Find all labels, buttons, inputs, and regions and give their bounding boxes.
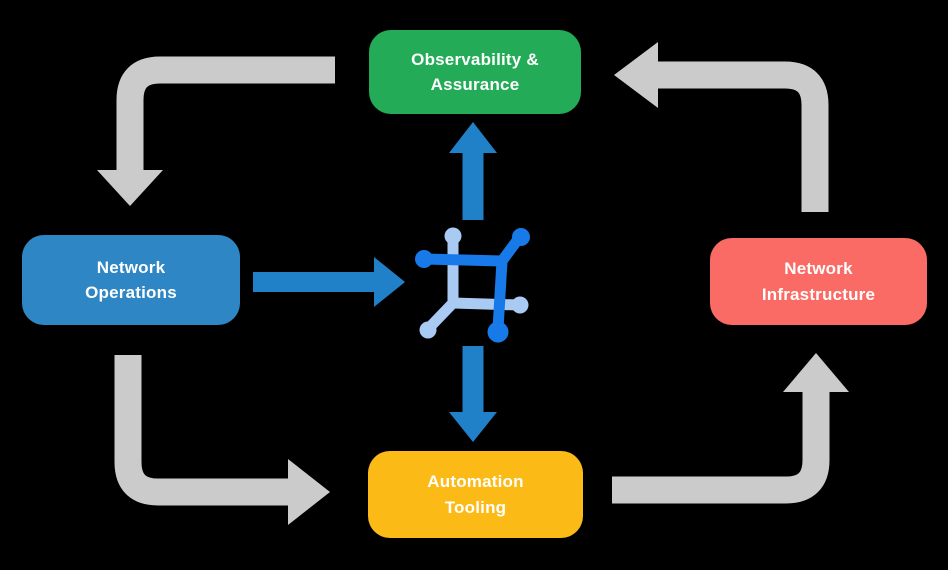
node-label-line: Assurance [430, 75, 520, 94]
node-label-line: Observability & [411, 49, 539, 69]
icon-node-dot [487, 321, 509, 343]
arrow-shaft [116, 56, 335, 172]
arrow-head-down [97, 170, 163, 206]
icon-node-dot [444, 227, 462, 245]
icon-node-dot [415, 250, 433, 268]
icon-light-branch [447, 297, 525, 311]
arrow-center-to-observability [449, 122, 497, 220]
arrow-operations-to-automation [114, 355, 330, 525]
node-label-line: Network [96, 257, 166, 277]
node-automation-tooling: Automation Tooling [368, 451, 583, 538]
arrow-head-right [288, 459, 330, 525]
arrow-automation-to-infrastructure [612, 353, 849, 504]
arrow-shaft [612, 391, 830, 504]
icon-node-dot [512, 228, 530, 246]
node-network-operations: Network Operations [22, 235, 240, 325]
arrow-head-down [449, 412, 497, 442]
node-label-line: Automation [427, 472, 524, 491]
node-label-line: Infrastructure [761, 284, 876, 304]
arrow-head-up [449, 122, 497, 153]
network-mesh-icon [415, 227, 530, 343]
arrow-head-left [614, 42, 658, 108]
arrow-head-up [783, 353, 849, 392]
icon-node-dot [419, 321, 437, 339]
node-network-infrastructure: Network Infrastructure [710, 238, 927, 325]
node-observability-assurance: Observability & Assurance [369, 30, 581, 114]
node-label-line: Network [784, 259, 853, 278]
icon-node-dot [511, 296, 529, 314]
node-label-line: Tooling [444, 497, 507, 517]
arrow-operations-to-center [253, 257, 405, 307]
arrow-head-right [374, 257, 405, 307]
icon-light-branch [422, 232, 459, 335]
arrow-shaft [658, 61, 829, 212]
arrow-shaft [114, 355, 288, 506]
icon-blue-branch [492, 255, 508, 335]
arrow-infrastructure-to-observability [614, 42, 829, 212]
arrow-observability-to-operations [97, 56, 335, 206]
arrow-center-to-automation [449, 346, 497, 442]
node-label-line: Operations [85, 283, 177, 302]
